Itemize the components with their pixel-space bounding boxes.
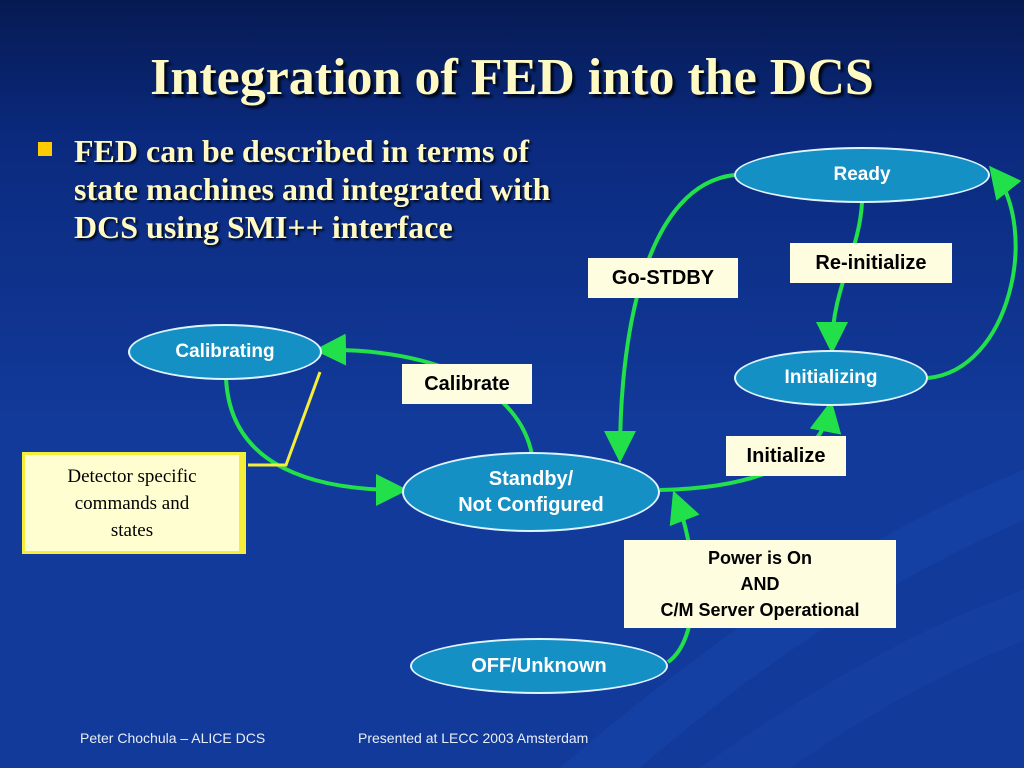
detector-note: Detector specific commands and states <box>22 452 242 554</box>
state-ready-label: Ready <box>833 164 891 185</box>
arrow-go-stdby <box>604 173 735 463</box>
transition-reinitialize[interactable]: Re-initialize <box>790 243 952 283</box>
footer-venue: Presented at LECC 2003 Amsterdam <box>358 730 589 746</box>
state-calibrating[interactable]: Calibrating <box>128 324 322 380</box>
arrow-calibrating-to-standby <box>224 377 408 506</box>
footer-author: Peter Chochula – ALICE DCS <box>80 730 266 746</box>
slide-title: Integration of FED into the DCS <box>150 49 874 106</box>
transition-calibrate-label: Calibrate <box>424 372 510 395</box>
state-off-label: OFF/Unknown <box>471 654 607 677</box>
transition-reinitialize-label: Re-initialize <box>815 251 927 274</box>
state-standby-label-2: Not Configured <box>458 494 604 516</box>
transition-initialize[interactable]: Initialize <box>726 436 846 476</box>
state-off[interactable]: OFF/Unknown <box>410 638 668 694</box>
detector-note-edge <box>240 452 246 554</box>
state-initializing-label: Initializing <box>784 367 878 388</box>
bullet-icon <box>38 142 52 156</box>
note-pointer <box>248 371 322 467</box>
state-calibrating-label: Calibrating <box>175 341 275 362</box>
transition-power-on-label-1: Power is On <box>707 548 813 568</box>
transition-power-on[interactable]: Power is On AND C/M Server Operational <box>624 540 896 628</box>
detector-note-line-1: Detector specific <box>67 465 197 487</box>
transition-go-stdby[interactable]: Go-STDBY <box>588 258 738 298</box>
transition-initialize-label: Initialize <box>746 444 826 467</box>
arrow-initializing-to-ready <box>927 165 1022 380</box>
bullet-text: FED can be described in terms of state m… <box>74 133 551 245</box>
detector-note-line-3: states <box>110 519 154 541</box>
transition-calibrate[interactable]: Calibrate <box>402 364 532 404</box>
state-initializing[interactable]: Initializing <box>734 350 928 406</box>
transition-go-stdby-label: Go-STDBY <box>611 266 715 289</box>
state-standby-label-1: Standby/ <box>488 468 574 490</box>
state-standby[interactable]: Standby/ Not Configured <box>402 452 660 532</box>
detector-note-line-2: commands and <box>74 492 190 514</box>
state-ready[interactable]: Ready <box>734 147 990 203</box>
transition-power-on-label-2: AND <box>740 574 780 594</box>
transition-power-on-label-3: C/M Server Operational <box>660 600 860 620</box>
